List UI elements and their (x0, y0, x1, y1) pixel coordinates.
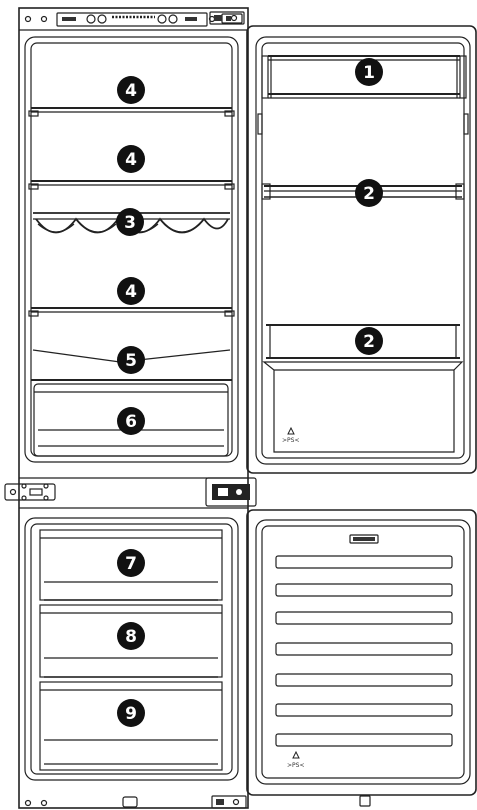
callout-number: 5 (125, 351, 137, 371)
callout-number: 4 (125, 150, 137, 170)
callout-3: 3 (116, 208, 144, 236)
callout-9: 9 (117, 699, 145, 727)
freezer-door-plate (350, 535, 378, 543)
callout-number: 1 (363, 63, 375, 83)
glass-shelf (29, 308, 234, 316)
hinge-icon (212, 796, 246, 808)
callout-number: 4 (125, 81, 137, 101)
recycle-icon: >PS< (282, 428, 299, 444)
svg-text:>PS<: >PS< (287, 762, 304, 769)
glass-shelf (29, 181, 234, 189)
callout-number: 3 (124, 213, 136, 233)
callout-7: 7 (117, 549, 145, 577)
callout-number: 4 (125, 282, 137, 302)
svg-text:>PS<: >PS< (282, 437, 299, 444)
freezer-door: >PS< (247, 510, 476, 795)
callout-4b: 4 (117, 145, 145, 173)
callout-4a: 4 (117, 76, 145, 104)
fridge-door: >PS< (247, 26, 476, 473)
callout-4c: 4 (117, 277, 145, 305)
callout-6: 6 (117, 407, 145, 435)
callout-number: 8 (125, 627, 137, 647)
glass-shelf (29, 108, 234, 116)
callout-number: 2 (363, 184, 375, 204)
callout-number: 6 (125, 412, 137, 432)
recycle-icon: >PS< (287, 752, 304, 769)
callout-8: 8 (117, 622, 145, 650)
callout-number: 9 (125, 704, 137, 724)
callout-2b: 2 (355, 327, 383, 355)
callout-1: 1 (355, 58, 383, 86)
hinge-icon (5, 484, 55, 500)
callout-2a: 2 (355, 179, 383, 207)
callout-number: 7 (125, 554, 137, 574)
callout-number: 2 (363, 332, 375, 352)
freezer-door-ribs (276, 556, 452, 746)
callout-5: 5 (117, 346, 145, 374)
